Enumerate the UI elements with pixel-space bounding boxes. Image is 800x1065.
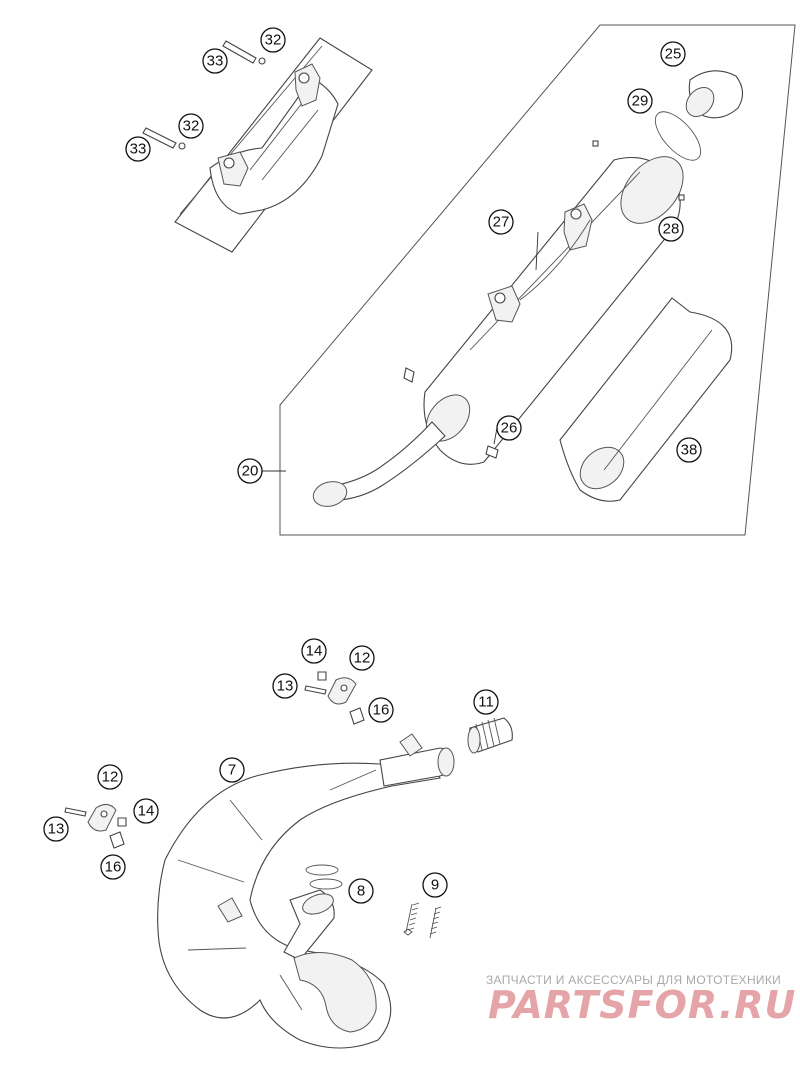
- svg-text:38: 38: [681, 442, 698, 459]
- svg-text:26: 26: [501, 420, 518, 437]
- rubber-bellow: [467, 717, 513, 754]
- svg-text:8: 8: [357, 883, 365, 900]
- callout-20[interactable]: 20: [237, 458, 263, 484]
- callout-7[interactable]: 7: [219, 757, 245, 783]
- callout-33b[interactable]: 33: [125, 136, 151, 162]
- svg-text:29: 29: [632, 93, 649, 110]
- callout-32a[interactable]: 32: [260, 27, 286, 53]
- callout-13b[interactable]: 13: [43, 816, 69, 842]
- callout-9[interactable]: 9: [422, 872, 448, 898]
- callout-12a[interactable]: 12: [349, 645, 375, 671]
- callout-11[interactable]: 11: [473, 689, 499, 715]
- assembly-20-outline: [279, 24, 796, 536]
- svg-text:11: 11: [478, 694, 494, 711]
- svg-text:33: 33: [130, 141, 147, 158]
- svg-text:12: 12: [354, 650, 371, 667]
- callout-25[interactable]: 25: [660, 41, 686, 67]
- callout-14b[interactable]: 14: [133, 798, 159, 824]
- svg-text:27: 27: [493, 214, 510, 231]
- svg-text:14: 14: [306, 643, 323, 660]
- silencer-assembly: [312, 140, 685, 507]
- svg-text:33: 33: [207, 53, 224, 70]
- svg-text:20: 20: [242, 463, 259, 480]
- callout-26[interactable]: 26: [496, 415, 522, 441]
- callout-13a[interactable]: 13: [272, 673, 298, 699]
- svg-text:25: 25: [665, 46, 682, 63]
- springs: [403, 902, 442, 939]
- svg-text:32: 32: [183, 118, 200, 135]
- callout-27[interactable]: 27: [488, 209, 514, 235]
- watermark-brand: PARTSFOR.RU: [488, 983, 796, 1027]
- svg-text:16: 16: [105, 859, 122, 876]
- exhaust-pipe: [157, 733, 455, 1049]
- callout-32b[interactable]: 32: [178, 113, 204, 139]
- svg-text:14: 14: [138, 803, 155, 820]
- protection-sleeve: [559, 297, 733, 502]
- callout-33a[interactable]: 33: [202, 48, 228, 74]
- svg-text:13: 13: [48, 821, 65, 838]
- bracket-set-upper: [304, 671, 365, 725]
- callout-28[interactable]: 28: [658, 216, 684, 242]
- watermark-subtitle: ЗАПЧАСТИ И АКСЕССУАРЫ ДЛЯ МОТОТЕХНИКИ: [486, 973, 781, 987]
- watermark: ЗАПЧАСТИ И АКСЕССУАРЫ ДЛЯ МОТОТЕХНИКИ PA…: [486, 973, 796, 1027]
- callout-29[interactable]: 29: [627, 88, 653, 114]
- svg-text:7: 7: [228, 762, 236, 779]
- callout-38[interactable]: 38: [676, 437, 702, 463]
- callout-8[interactable]: 8: [348, 878, 374, 904]
- svg-text:12: 12: [102, 769, 119, 786]
- o-rings: [305, 864, 343, 890]
- callout-16a[interactable]: 16: [368, 697, 394, 723]
- svg-text:9: 9: [431, 877, 439, 894]
- callout-12b[interactable]: 12: [97, 764, 123, 790]
- svg-text:28: 28: [663, 221, 680, 238]
- end-cap: [654, 70, 744, 161]
- svg-text:16: 16: [373, 702, 390, 719]
- callouts: 33 32 32 33 25 29 27 28 26 38 20 14 12 1…: [43, 27, 702, 904]
- svg-text:13: 13: [277, 678, 294, 695]
- callout-16b[interactable]: 16: [100, 854, 126, 880]
- svg-text:32: 32: [265, 32, 282, 49]
- leader-lines: [262, 231, 539, 472]
- callout-14a[interactable]: 14: [301, 638, 327, 664]
- silencer-mount-detail: [142, 37, 373, 253]
- bracket-set-lower: [64, 804, 127, 849]
